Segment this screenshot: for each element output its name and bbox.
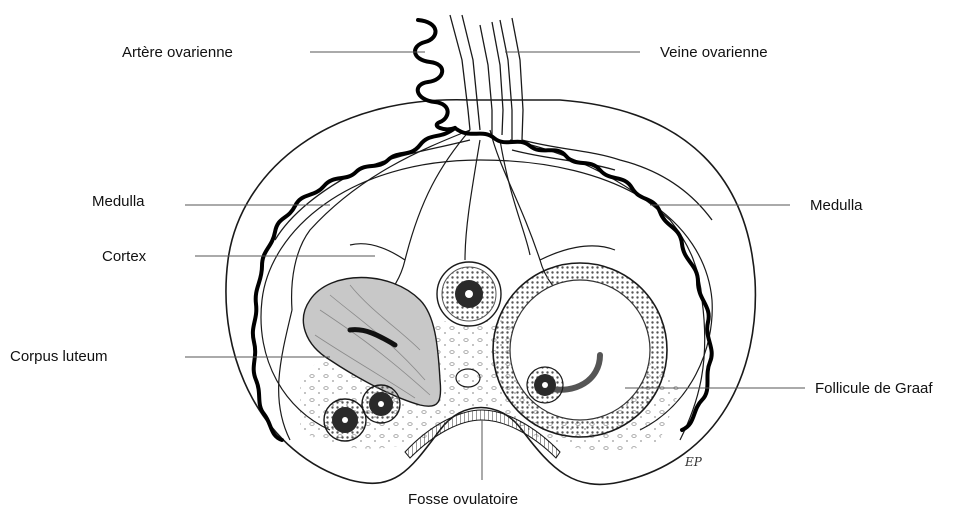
- label-medulla-right: Medulla: [810, 197, 863, 214]
- label-corpus-luteum: Corpus luteum: [10, 348, 108, 365]
- label-graaf: Follicule de Graaf: [815, 380, 933, 397]
- label-medulla-left: Medulla: [92, 193, 145, 210]
- label-vein: Veine ovarienne: [660, 44, 768, 61]
- label-cortex: Cortex: [102, 248, 147, 265]
- label-fossa: Fosse ovulatoire: [408, 491, 518, 508]
- central-follicle: [437, 262, 501, 326]
- artist-signature: EP: [684, 455, 703, 469]
- graafian-follicle: [493, 263, 667, 437]
- label-artery: Artère ovarienne: [122, 44, 233, 61]
- ovarian-vein: [275, 15, 712, 240]
